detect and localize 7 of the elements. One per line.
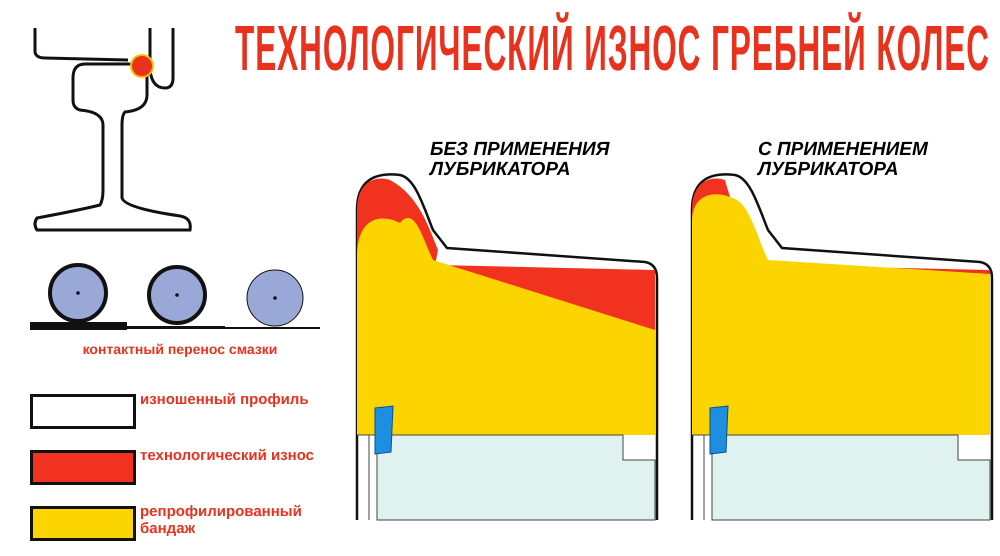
legend-label: репрофилированный бандаж: [140, 503, 303, 537]
legend-label: технологический износ: [140, 447, 316, 464]
legend-label: изношенный профиль: [140, 391, 310, 408]
panel-heading: БЕЗ ПРИМЕНЕНИЯ ЛУБРИКАТОРА: [430, 140, 611, 180]
title: ТЕХНОЛОГИЧЕСКИЙ ИЗНОС ГРЕБНЕЙ КОЛЕС: [235, 11, 990, 86]
panel-heading: С ПРИМЕНЕНИЕМ ЛУБРИКАТОРА: [758, 140, 930, 180]
caption: контактный перенос смазки: [82, 341, 278, 357]
